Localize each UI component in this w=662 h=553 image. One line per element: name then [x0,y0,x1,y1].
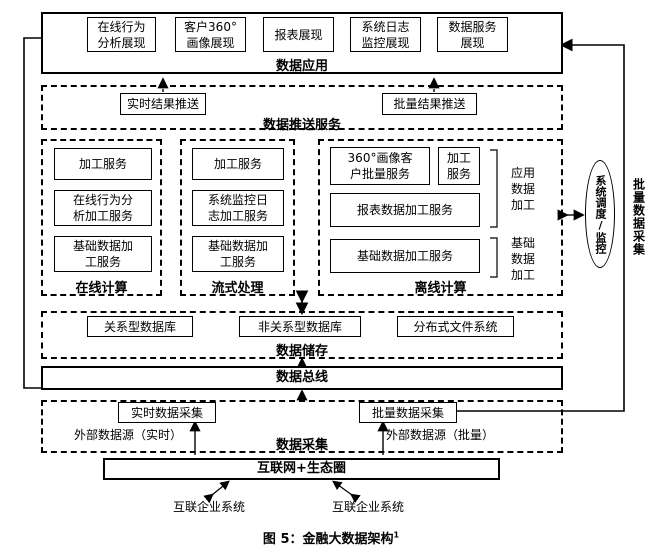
storage-layer [41,311,563,359]
realtime-collect-box: 实时数据采集 [118,402,216,423]
batch-push-label: 批量结果推送 [393,97,466,111]
batch-collect-side-label: 批量数据采集 [628,178,650,258]
offline-item-process: 加工 服务 [438,147,480,185]
batch-collect-label: 批量数据采集 [371,405,444,420]
online-item-basic: 基础数据加 工服务 [54,236,152,272]
storage-item-label: 分布式文件系统 [413,319,498,334]
online-item-label: 基础数据加 工服务 [72,239,133,269]
scheduler-label: 系统调度/监控 [594,174,607,254]
stream-item-basic: 基础数据加 工服务 [192,236,284,272]
online-item-process: 加工服务 [54,148,152,180]
collect-layer-title: 数据采集 [275,438,328,453]
batch-push-box: 批量结果推送 [382,93,477,115]
offline-item-portrait: 360°画像客 户批量服务 [330,147,430,185]
stream-item-label: 系统监控日 志加工服务 [207,193,268,223]
offline-compute-section [318,139,563,296]
app-layer-title: 数据应用 [275,59,328,74]
app-item-customer-portrait: 客户360° 画像展现 [175,17,246,52]
app-bracket [490,149,498,228]
internet-ecosystem-label: 互联网+生态圈 [257,461,346,476]
figure-caption-text: 图 5：金融大数据架构 [262,532,394,547]
offline-compute-title: 离线计算 [414,281,467,296]
app-item-label: 在线行为 分析展现 [97,19,146,50]
app-item-label: 客户360° 画像展现 [184,19,237,50]
offline-item-report: 报表数据加工服务 [330,193,480,227]
offline-item-label: 报表数据加工服务 [356,203,453,217]
online-item-label: 在线行为分 析加工服务 [72,193,133,223]
enterprise-right-arrow [332,480,361,504]
app-data-process-label: 应用 数据 加工 [510,166,535,212]
data-bus: 数据总线 [41,366,563,390]
storage-item-dfs: 分布式文件系统 [397,316,514,337]
stream-item-label: 基础数据加 工服务 [207,239,268,269]
offline-item-basic: 基础数据加工服务 [330,239,480,273]
app-item-label: 数据服务 展现 [448,19,497,50]
figure-caption: 图 5：金融大数据架构1 [0,528,662,547]
app-item-online-behavior: 在线行为 分析展现 [87,17,156,52]
online-item-behavior: 在线行为分 析加工服务 [54,190,152,226]
online-compute-title: 在线计算 [75,281,128,296]
figure-caption-footnote: 1 [393,530,400,540]
storage-item-nosql: 非关系型数据库 [239,316,361,337]
stream-item-process: 加工服务 [192,148,284,180]
stream-item-label: 加工服务 [213,157,262,171]
collect-layer [41,400,563,453]
basic-bracket [490,237,498,278]
stream-process-title: 流式处理 [211,281,264,296]
realtime-collect-label: 实时数据采集 [130,405,203,420]
enterprise-system-left: 互联企业系统 [173,500,246,514]
app-item-label: 报表展现 [274,27,323,42]
storage-item-relational: 关系型数据库 [87,316,193,337]
online-item-label: 加工服务 [78,157,127,171]
realtime-push-label: 实时结果推送 [126,97,199,111]
batch-collect-box: 批量数据采集 [359,402,457,423]
ext-source-batch: 外部数据源（批量） [386,428,495,442]
push-layer [41,85,563,130]
offline-item-label: 加工 服务 [446,151,471,181]
app-item-syslog: 系统日志 监控展现 [350,17,421,52]
stream-process-section [180,139,295,296]
storage-item-label: 非关系型数据库 [257,319,342,334]
data-bus-label: 数据总线 [275,370,328,385]
storage-layer-title: 数据储存 [275,344,328,359]
storage-item-label: 关系型数据库 [103,319,176,334]
enterprise-left-arrow [203,480,230,504]
batch-collect-side-text: 批量数据采集 [631,178,646,256]
offline-item-label: 360°画像客 户批量服务 [347,151,413,181]
push-layer-title: 数据推送服务 [262,118,341,133]
scheduler-ellipse: 系统调度/监控 [585,160,615,268]
offline-item-label: 基础数据加工服务 [356,249,453,263]
app-item-report: 报表展现 [263,17,334,52]
internet-ecosystem: 互联网+生态圈 [103,458,500,480]
app-item-label: 系统日志 监控展现 [361,19,410,50]
stream-item-syslog: 系统监控日 志加工服务 [192,190,284,226]
app-item-data-service: 数据服务 展现 [437,17,508,52]
left-feedback-line [23,37,41,389]
enterprise-system-right: 互联企业系统 [332,500,405,514]
realtime-push-box: 实时结果推送 [120,93,206,115]
online-compute-section [41,139,162,296]
basic-data-process-label: 基础 数据 加工 [510,236,535,282]
ext-source-realtime: 外部数据源（实时） [74,428,183,442]
right-batch-line [457,38,625,412]
